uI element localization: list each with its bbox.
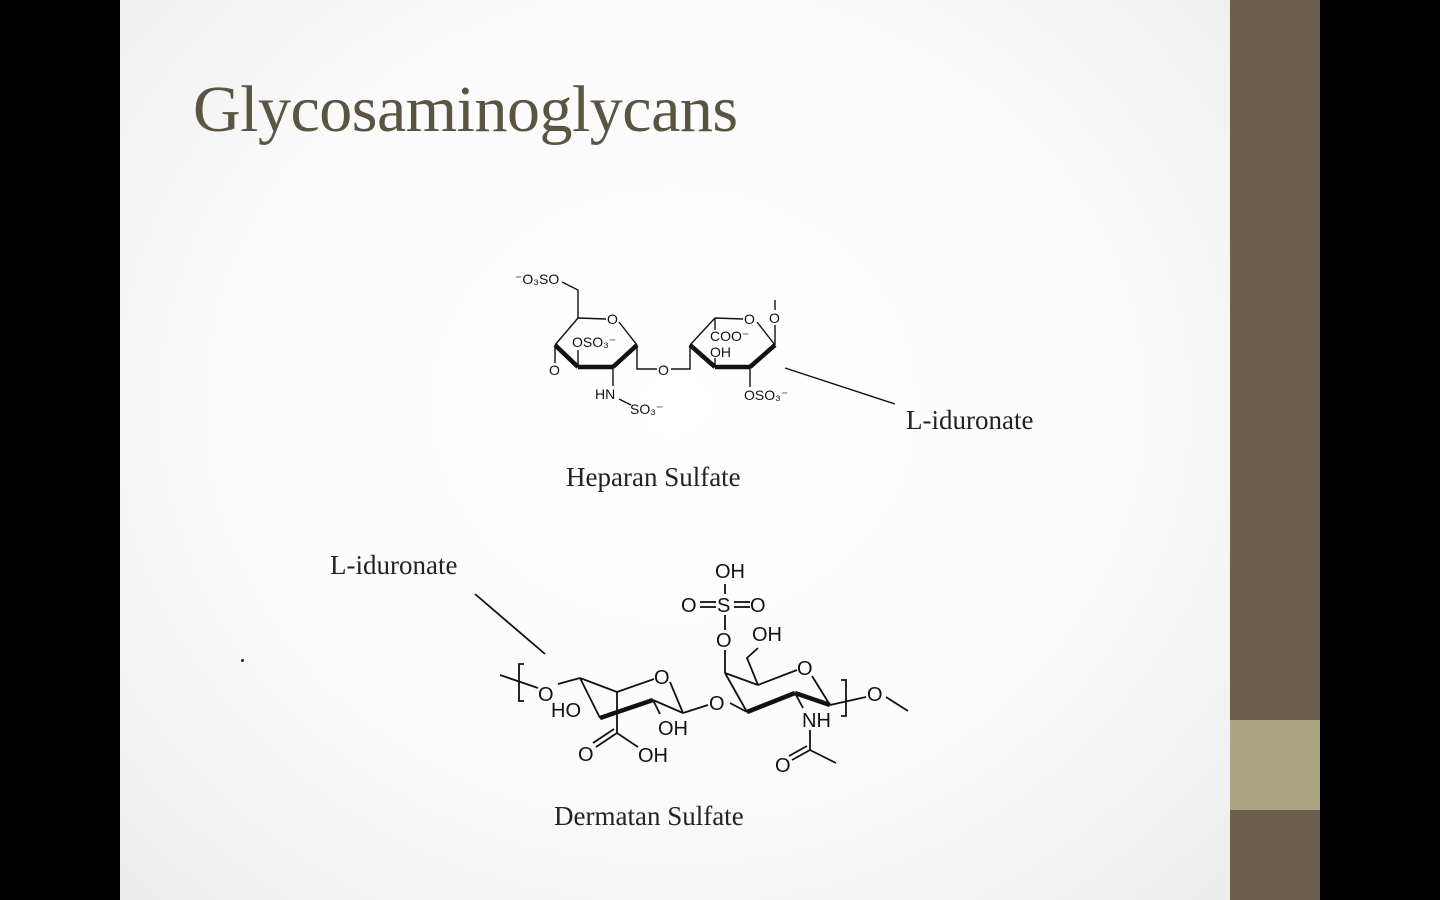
dermatan-iduronate-label: L-iduronate (330, 550, 458, 580)
atom-label: HN (595, 386, 615, 402)
atom-label: O (769, 310, 780, 326)
atom-label: O (549, 362, 560, 378)
atom-label: O (607, 311, 618, 327)
atom-label: OH (752, 624, 782, 646)
atom-label: O (744, 311, 755, 327)
atom-label: S (717, 595, 730, 617)
atom-label: O (750, 595, 766, 617)
slide (120, 0, 1230, 900)
atom-label: O (538, 684, 554, 706)
stray-dot (241, 659, 244, 662)
atom-label: COO⁻ (710, 328, 749, 344)
atom-label: O (681, 595, 697, 617)
atom-label: OH (715, 561, 745, 583)
atom-label: O (709, 693, 725, 715)
dermatan-pointer-line (474, 593, 546, 655)
atom-label: O (797, 658, 813, 680)
atom-label: NH (802, 710, 831, 732)
slide-title: Glycosaminoglycans (193, 73, 738, 146)
atom-label: O (867, 684, 883, 706)
atom-label: HO (551, 700, 581, 722)
dermatan-sulfate-structure: O HO O OH O OH O O S O O OH OH O NH O O (474, 561, 909, 777)
atom-label: ⁻O₃SO (515, 271, 559, 287)
atom-label: O (716, 630, 732, 652)
atom-label: SO₃⁻ (630, 401, 663, 417)
atom-label: O (654, 667, 670, 689)
atom-label: OH (658, 718, 688, 740)
heparan-iduronate-label: L-iduronate (906, 405, 1034, 435)
atom-label: OSO₃⁻ (744, 387, 788, 403)
side-bar-accent (1230, 720, 1320, 810)
atom-label: O (658, 362, 669, 378)
heparan-pointer-line (784, 367, 896, 405)
heparan-sulfate-caption: Heparan Sulfate (566, 462, 741, 492)
atom-label: OH (638, 745, 668, 767)
atom-label: OH (710, 344, 731, 360)
heparan-sulfate-structure: ⁻O₃SO O OSO₃⁻ O HN SO₃⁻ O O COO⁻ OH O OS… (515, 271, 896, 417)
atom-label: O (775, 755, 791, 777)
atom-label: O (578, 744, 594, 766)
dermatan-sulfate-caption: Dermatan Sulfate (554, 801, 744, 831)
atom-label: OSO₃⁻ (572, 334, 616, 350)
